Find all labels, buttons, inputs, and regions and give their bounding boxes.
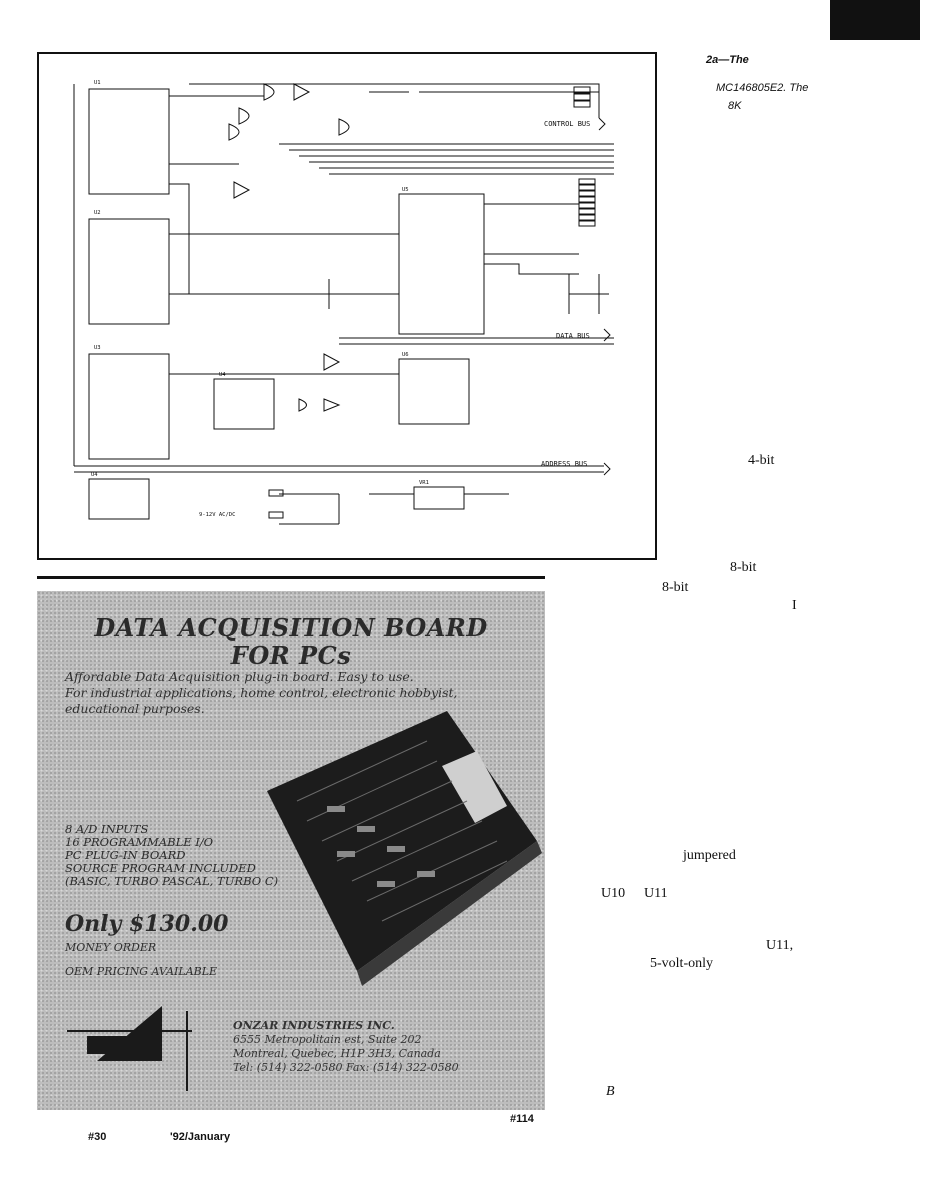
text-u11-comma: U11,: [766, 938, 794, 953]
ad-address-3: Tel: (514) 322-0580 Fax: (514) 322-0580: [233, 1061, 459, 1074]
ad-feature-1: 8 A/D INPUTS: [65, 822, 149, 836]
address-bus-label: ADDRESS BUS: [541, 460, 587, 468]
ad-company: ONZAR INDUSTRIES INC.: [233, 1019, 395, 1032]
figure-caption-label: 2a—The: [706, 54, 749, 66]
ad-subtitle-1: Affordable Data Acquisition plug-in boar…: [65, 669, 414, 684]
figure-caption-part2: 8K: [728, 100, 742, 112]
ad-feature-3: PC PLUG-IN BOARD: [65, 848, 186, 862]
text-five-volt: 5-volt-only: [650, 956, 713, 971]
text-letter-b: B: [606, 1084, 615, 1099]
text-jumpered: jumpered: [683, 848, 736, 863]
text-u11: U11: [644, 886, 668, 901]
ad-subtitle-2: For industrial applications, home contro…: [65, 685, 458, 700]
ad-feature-2: 16 PROGRAMMABLE I/O: [65, 835, 214, 849]
text-eight-bit-a: 8-bit: [730, 560, 757, 575]
schematic-figure: U1 U2 U3 U4 U5 U6 VR1 U4 9-12V AC/DC CON…: [37, 52, 657, 560]
ad-title-line1: DATA ACQUISITION BOARD: [94, 613, 488, 642]
company-logo: [67, 1006, 192, 1091]
ad-title-line2: FOR PCs: [230, 641, 352, 670]
svg-text:9-12V AC/DC: 9-12V AC/DC: [199, 512, 235, 518]
ad-address-1: 6555 Metropolitain est, Suite 202: [233, 1033, 422, 1046]
advertisement: DATA ACQUISITION BOARD FOR PCs Affordabl…: [37, 591, 545, 1110]
svg-text:U5: U5: [402, 187, 409, 193]
ad-price: Only $130.00: [65, 911, 229, 937]
issue-number: #30: [88, 1131, 107, 1143]
ad-artwork: [67, 711, 542, 1091]
ad-address-2: Montreal, Quebec, H1P 3H3, Canada: [233, 1047, 441, 1060]
svg-text:U3: U3: [94, 345, 101, 351]
svg-text:U4: U4: [91, 472, 98, 478]
figure-caption-part: MC146805E2. The: [716, 82, 809, 94]
text-u10: U10: [601, 886, 626, 901]
ad-subtitle-3: educational purposes.: [65, 701, 205, 716]
text-letter-i: I: [792, 598, 797, 613]
control-bus-label: CONTROL BUS: [544, 120, 590, 128]
svg-text:U2: U2: [94, 210, 101, 216]
circuit-board-image: [267, 711, 542, 986]
text-four-bit: 4-bit: [748, 453, 775, 468]
svg-text:VR1: VR1: [419, 480, 429, 486]
svg-text:U1: U1: [94, 80, 101, 86]
ad-oem: OEM PRICING AVAILABLE: [65, 965, 218, 978]
ad-feature-4: SOURCE PROGRAM INCLUDED: [65, 861, 256, 875]
ad-payment: MONEY ORDER: [65, 941, 157, 954]
reader-service-number: #114: [510, 1113, 534, 1125]
ad-feature-5: (BASIC, TURBO PASCAL, TURBO C): [65, 874, 279, 888]
svg-text:U4: U4: [219, 372, 226, 378]
divider-rule: [37, 576, 545, 579]
data-bus-label: DATA BUS: [556, 332, 590, 340]
text-eight-bit-b: 8-bit: [662, 580, 689, 595]
svg-text:U6: U6: [402, 352, 409, 358]
issue-date: '92/January: [170, 1131, 231, 1143]
schematic-diagram: U1 U2 U3 U4 U5 U6 VR1 U4 9-12V AC/DC CON…: [73, 80, 614, 525]
page-corner-tab: [830, 0, 920, 40]
